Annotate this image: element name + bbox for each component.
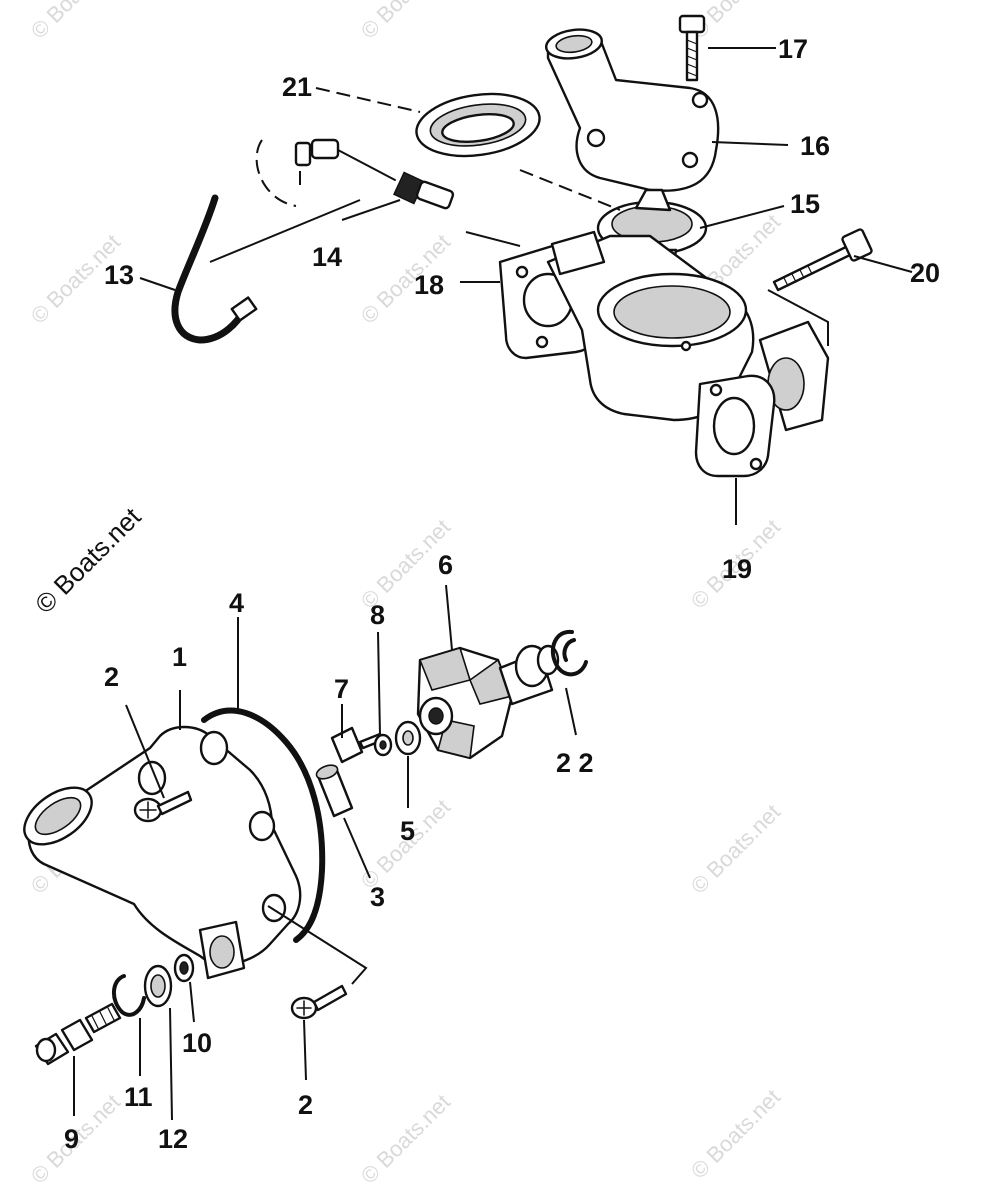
part-3-spacer <box>315 764 354 818</box>
label-part-6: 6 <box>438 550 453 580</box>
part-14-temperature-sensor <box>255 138 455 210</box>
part-2-upper-screw <box>133 790 193 823</box>
thermostat-housing-body <box>546 230 830 432</box>
label-part-19: 19 <box>722 554 752 584</box>
part-22-snap-ring <box>550 629 588 677</box>
part-8-washer <box>373 733 393 757</box>
label-part-4: 4 <box>229 588 244 618</box>
label-part-1: 1 <box>172 642 187 672</box>
part-9-drain-plug <box>34 1002 122 1066</box>
part-6-impeller <box>416 644 560 760</box>
label-part-7: 7 <box>334 674 349 704</box>
watermark: © Boats.net <box>356 1089 455 1188</box>
label-part-2-lower: 2 <box>298 1090 313 1120</box>
label-part-17: 17 <box>778 34 808 64</box>
part-1-pump-housing <box>23 725 302 980</box>
watermark: © Boats.net <box>686 799 785 898</box>
label-part-2-upper: 2 <box>104 662 119 692</box>
watermark: © Boats.net <box>26 0 125 44</box>
label-part-12: 12 <box>158 1124 188 1154</box>
leader-lines <box>73 47 913 1121</box>
label-part-20: 20 <box>910 258 940 288</box>
label-part-3: 3 <box>370 882 385 912</box>
part-4-o-ring <box>201 707 326 943</box>
label-part-10: 10 <box>182 1028 212 1058</box>
label-part-9: 9 <box>64 1124 79 1154</box>
part-2-lower-screw <box>290 984 348 1020</box>
label-part-22: 2 2 <box>556 748 594 778</box>
part-12-washer <box>143 964 173 1008</box>
label-part-8: 8 <box>370 600 385 630</box>
part-11-snap-ring <box>112 974 146 1017</box>
watermark-large: © Boats.net <box>29 501 147 619</box>
part-20-long-bolt <box>772 228 873 292</box>
label-part-21: 21 <box>282 72 312 102</box>
part-5-washer <box>394 720 422 756</box>
label-part-18: 18 <box>414 270 444 300</box>
watermark: © Boats.net <box>686 1084 785 1183</box>
part-21-seal-ring <box>415 92 541 158</box>
part-17-bolt <box>678 14 706 82</box>
label-part-5: 5 <box>400 816 415 846</box>
part-10-washer <box>173 953 195 983</box>
label-part-16: 16 <box>800 131 830 161</box>
label-part-14: 14 <box>312 242 342 272</box>
part-19-outlet-gasket <box>694 374 776 478</box>
part-labels: 17 21 16 15 14 20 13 18 19 6 4 8 1 2 7 2… <box>64 34 940 1154</box>
label-part-11: 11 <box>124 1082 153 1112</box>
part-16-thermostat-cover <box>545 28 720 192</box>
label-part-13: 13 <box>104 260 134 290</box>
part-13-wire-harness <box>171 194 258 344</box>
label-part-15: 15 <box>790 189 820 219</box>
watermark: © Boats.net <box>356 0 455 44</box>
